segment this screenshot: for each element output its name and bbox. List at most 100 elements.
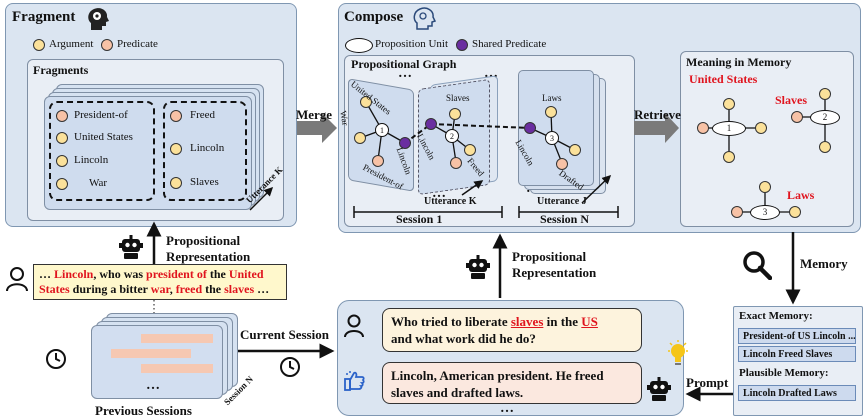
meaning-us: United States [689,72,758,86]
prev-ellipsis: … [146,378,160,393]
meaning-laws: Laws [787,188,815,202]
frag1-dot-us [56,132,68,144]
thumbs-up-icon [343,369,367,393]
meaning-title: Meaning in Memory [686,55,792,69]
s-slaves: slaves [224,282,255,296]
lightbulb-icon [667,340,689,370]
s-p5: , [169,282,176,296]
m1-right [755,122,767,134]
compose-head-icon [412,7,436,31]
fragment-group-1 [49,101,155,201]
m1-bottom [723,151,735,163]
m1-top [723,98,735,110]
graph-ellipsis-1: … [398,66,412,81]
previous-sessions-label: Previous Sessions [95,403,192,418]
fragment-title: Fragment [12,9,76,25]
g3-label-laws: Laws [542,93,562,103]
user-icon-mid [343,314,365,338]
g2-dot-shared [425,118,437,130]
prev-bar-1 [141,334,213,343]
compose-title: Compose [344,9,404,25]
m2-bottom [819,141,831,153]
m3-top [759,181,771,193]
g2-label-slaves: Slaves [446,93,470,103]
frag1-label-lincoln: Lincoln [74,154,109,166]
q-part1: Who tried to liberate [391,314,511,329]
fragments-label: Fragments [33,63,89,77]
legend-predicate-label: Predicate [117,38,158,50]
exact-memory-2: Lincoln Freed Slaves [738,346,856,362]
s-p6: the [202,282,225,296]
answer-bubble: Lincoln, American president. He freed sl… [382,362,642,404]
frag2-dot-lincoln [170,143,182,155]
frag1-dot-lincoln [56,155,68,167]
robot-icon-mid [465,254,491,280]
s-p3: the [206,267,229,281]
plausible-memory-1: Lincoln Drafted Laws [738,385,856,401]
frag1-label-us: United States [74,131,133,143]
legend-predicate-dot [101,39,113,51]
prop-rep-mid-1: Propositional [512,249,587,264]
fragment-card-front [44,96,252,210]
q-part3: and what work did he do? [391,331,536,346]
m2-left [791,111,803,123]
search-icon [742,250,772,280]
prev-bar-3 [141,364,213,373]
m3-unit: 3 [750,205,780,220]
g1-unit: 1 [375,123,389,137]
propositional-graph-label: Propositional Graph [351,57,457,71]
q-slaves: slaves [510,314,544,329]
legend-argument-label: Argument [49,38,94,50]
legend-unit-oval [345,38,373,53]
g2-dot-lincoln [464,144,476,156]
g2-unit: 2 [445,129,459,143]
q-us: US [581,314,598,329]
question-bubble: Who tried to liberate slaves in the US an… [382,308,642,352]
s-lincoln: Lincoln [54,267,94,281]
frag2-label-slaves: Slaves [190,176,219,188]
meaning-slaves: Slaves [775,93,808,107]
prev-bar-2 [111,349,191,358]
s-states: States [39,282,70,296]
s-united: United [228,267,264,281]
plausible-memory-label: Plausible Memory: [739,367,829,379]
frag1-label-president: President-of [74,109,128,121]
g2-dot-slaves [449,108,461,120]
g3-dot-shared [524,122,536,134]
m2-top [819,88,831,100]
frag2-dot-freed [170,110,182,122]
s-freed: freed [175,282,203,296]
prompt-label: Prompt [686,375,729,390]
m3-left [731,206,743,218]
legend-shared-label: Shared Predicate [472,38,547,50]
prop-rep-left-1: Propositional [166,233,241,248]
dialog-ellipsis: … [500,401,514,416]
legend-shared-dot [456,39,468,51]
s-p2: , who was [93,267,147,281]
g1-dot-war [354,132,366,144]
exact-memory-1: President-of US Lincoln ... [738,328,856,344]
s-pres: president of [146,267,207,281]
user-icon-left [5,266,29,292]
legend-unit-label: Proposition Unit [375,38,449,50]
session-n-label: Session N [540,212,590,226]
frag2-label-freed: Freed [190,109,216,121]
g2-dot-freed [450,157,462,169]
utterance-sentence: … Lincoln, who was president of the Unit… [33,264,287,300]
retrieve-arrow [634,113,679,143]
prop-rep-mid-2: Representation [512,265,597,280]
frag2-label-lincoln: Lincoln [190,142,225,154]
clock-icon-mid [279,356,301,378]
fragment-group-2 [163,101,247,201]
retrieve-label: Retrieve [634,107,681,122]
robot-icon-right [646,376,672,402]
compose-utterance-j: Utterance J [537,196,587,207]
m1-unit: 1 [712,121,746,136]
frag1-dot-war [56,178,68,190]
m1-left [697,122,709,134]
legend-argument-dot [33,39,45,51]
merge-label: Merge [296,107,333,122]
g3-unit: 3 [545,131,559,145]
g3-dot-lincoln [569,144,581,156]
q-part2: in the [543,314,582,329]
